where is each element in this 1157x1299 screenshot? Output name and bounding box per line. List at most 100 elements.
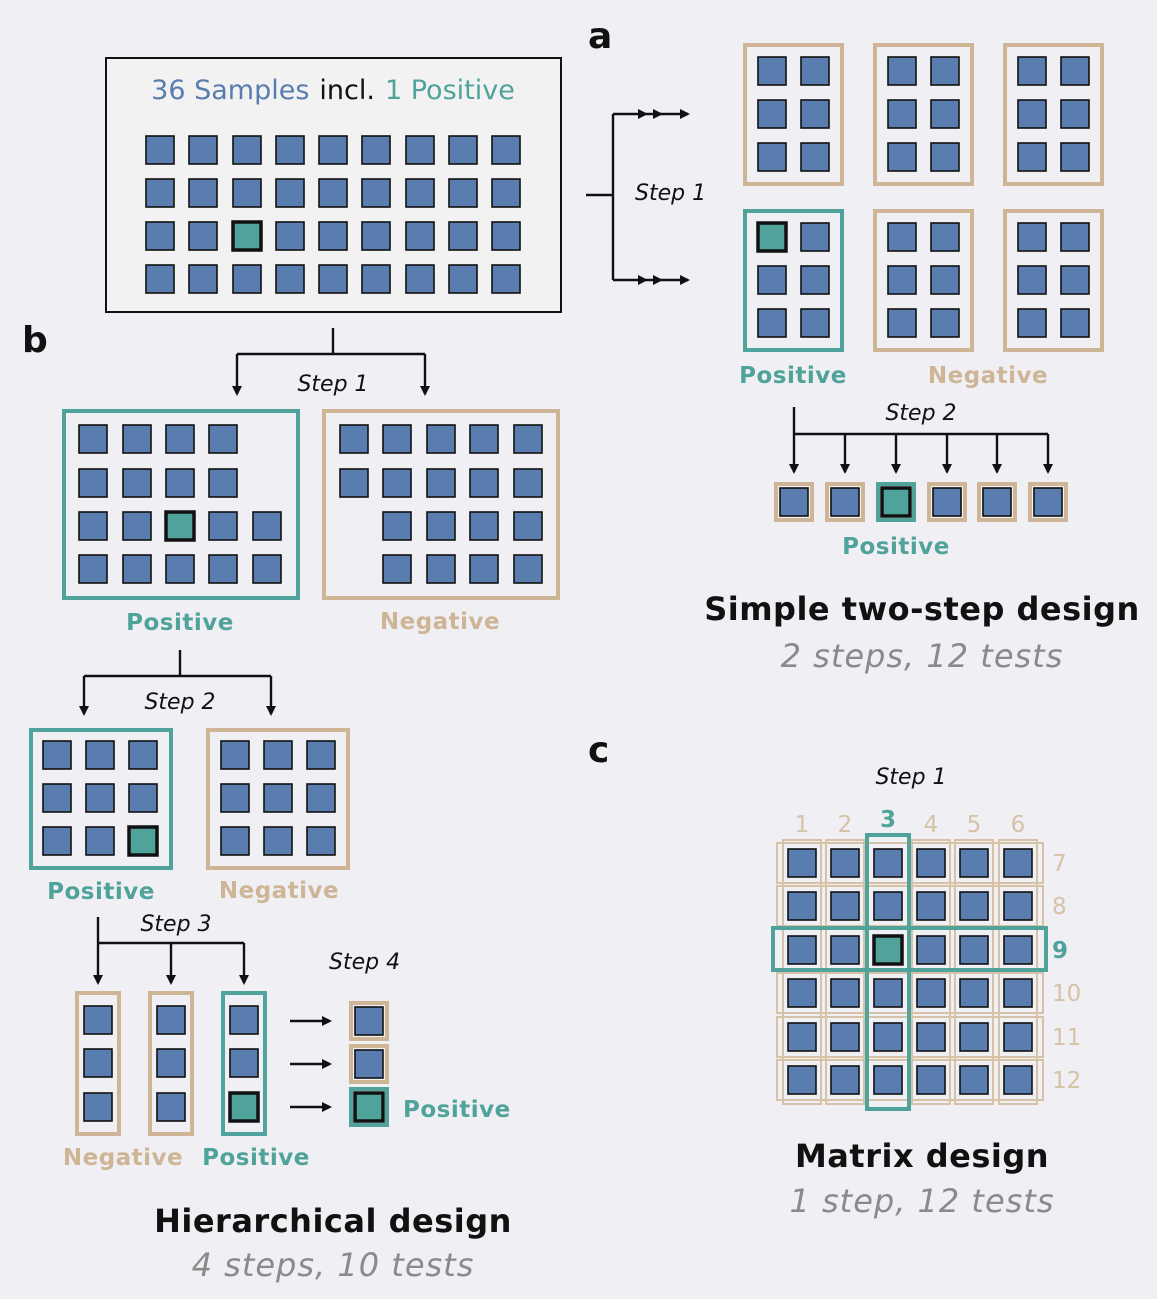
sample bbox=[787, 935, 817, 965]
sample bbox=[78, 554, 108, 584]
sample bbox=[354, 1006, 384, 1036]
sample bbox=[208, 511, 238, 541]
sample bbox=[873, 1022, 903, 1052]
sample bbox=[469, 424, 499, 454]
sample bbox=[800, 308, 830, 338]
matrix-row-label: 9 bbox=[1052, 938, 1068, 964]
sample bbox=[165, 424, 195, 454]
panel-b-step1-connector bbox=[232, 328, 430, 396]
sample bbox=[448, 264, 478, 294]
matrix-row-label: 12 bbox=[1052, 1068, 1081, 1094]
sample bbox=[318, 264, 348, 294]
matrix-row-label: 8 bbox=[1052, 894, 1067, 920]
sample bbox=[188, 264, 218, 294]
panel-a-pools bbox=[743, 43, 1104, 352]
negative-test-box bbox=[774, 482, 814, 522]
incl-text: incl. bbox=[319, 75, 375, 106]
sample bbox=[1003, 1022, 1033, 1052]
matrix-row-label: 10 bbox=[1052, 981, 1081, 1007]
samples-count-text: 36 Samples bbox=[151, 75, 309, 106]
panel-b-step1-negative-label: Negative bbox=[380, 609, 500, 635]
sample bbox=[405, 135, 435, 165]
sample bbox=[930, 308, 960, 338]
matrix-column-label: 5 bbox=[967, 812, 982, 838]
all-samples-group: 36 Samples incl. 1 Positive bbox=[105, 57, 562, 313]
sample bbox=[1017, 142, 1047, 172]
panel-a-negative-label: Negative bbox=[928, 363, 1048, 389]
matrix-column-label: 4 bbox=[924, 812, 939, 838]
panel-a-individual-tests bbox=[774, 482, 1068, 522]
sample bbox=[306, 783, 336, 813]
sample bbox=[469, 511, 499, 541]
sample bbox=[916, 848, 946, 878]
sample bbox=[426, 424, 456, 454]
sample bbox=[83, 1048, 113, 1078]
sample bbox=[513, 468, 543, 498]
sample bbox=[830, 487, 860, 517]
sample bbox=[382, 511, 412, 541]
sample bbox=[787, 848, 817, 878]
panel-a-step2-connector bbox=[789, 407, 1053, 474]
sample bbox=[491, 135, 521, 165]
sample bbox=[873, 891, 903, 921]
sample bbox=[491, 264, 521, 294]
sample bbox=[800, 222, 830, 252]
panel-b-step4-tests bbox=[349, 1001, 389, 1127]
sample bbox=[220, 826, 250, 856]
sample bbox=[779, 487, 809, 517]
sample bbox=[252, 554, 282, 584]
sample bbox=[220, 783, 250, 813]
sample bbox=[757, 99, 787, 129]
sample bbox=[122, 424, 152, 454]
sample bbox=[156, 1005, 186, 1035]
matrix-column-label: 2 bbox=[838, 812, 853, 838]
sample bbox=[757, 308, 787, 338]
sample bbox=[42, 783, 72, 813]
sample bbox=[318, 221, 348, 251]
sample bbox=[263, 826, 293, 856]
sample bbox=[930, 265, 960, 295]
sample bbox=[426, 511, 456, 541]
sample bbox=[263, 783, 293, 813]
sample bbox=[800, 265, 830, 295]
sample-grid bbox=[145, 135, 521, 294]
sample bbox=[469, 468, 499, 498]
panel-a-positive-label: Positive bbox=[739, 363, 847, 389]
sample bbox=[165, 468, 195, 498]
sample bbox=[448, 221, 478, 251]
positive-sample bbox=[127, 825, 159, 857]
matrix-design-title: Matrix design bbox=[795, 1137, 1049, 1175]
sample bbox=[122, 468, 152, 498]
positive-count-text: 1 Positive bbox=[385, 75, 515, 106]
sample bbox=[800, 56, 830, 86]
panel-b-step4-arrows bbox=[290, 1016, 332, 1112]
sample bbox=[318, 178, 348, 208]
panel-c-step1-label: Step 1 bbox=[875, 765, 946, 790]
sample bbox=[787, 1065, 817, 1095]
sample bbox=[78, 468, 108, 498]
panel-b-step2-positive-label: Positive bbox=[47, 879, 155, 905]
sample bbox=[78, 511, 108, 541]
sample bbox=[787, 1022, 817, 1052]
sample bbox=[1003, 978, 1033, 1008]
sample bbox=[448, 178, 478, 208]
sample bbox=[959, 891, 989, 921]
positive-pool-box bbox=[29, 728, 173, 870]
sample bbox=[275, 264, 305, 294]
sample bbox=[873, 1065, 903, 1095]
negative-pool-box bbox=[206, 728, 350, 870]
panel-a-step2-label: Step 2 bbox=[885, 401, 956, 426]
sample bbox=[1017, 56, 1047, 86]
sample bbox=[145, 135, 175, 165]
panel-b-step2-label: Step 2 bbox=[144, 690, 215, 715]
sample bbox=[85, 740, 115, 770]
sample bbox=[830, 935, 860, 965]
sample bbox=[1003, 891, 1033, 921]
sample bbox=[306, 826, 336, 856]
sample bbox=[426, 554, 456, 584]
sample bbox=[42, 740, 72, 770]
hierarchical-design-subtitle: 4 steps, 10 tests bbox=[192, 1246, 475, 1284]
sample bbox=[830, 891, 860, 921]
sample bbox=[1017, 265, 1047, 295]
negative-pool-box bbox=[1003, 209, 1104, 352]
